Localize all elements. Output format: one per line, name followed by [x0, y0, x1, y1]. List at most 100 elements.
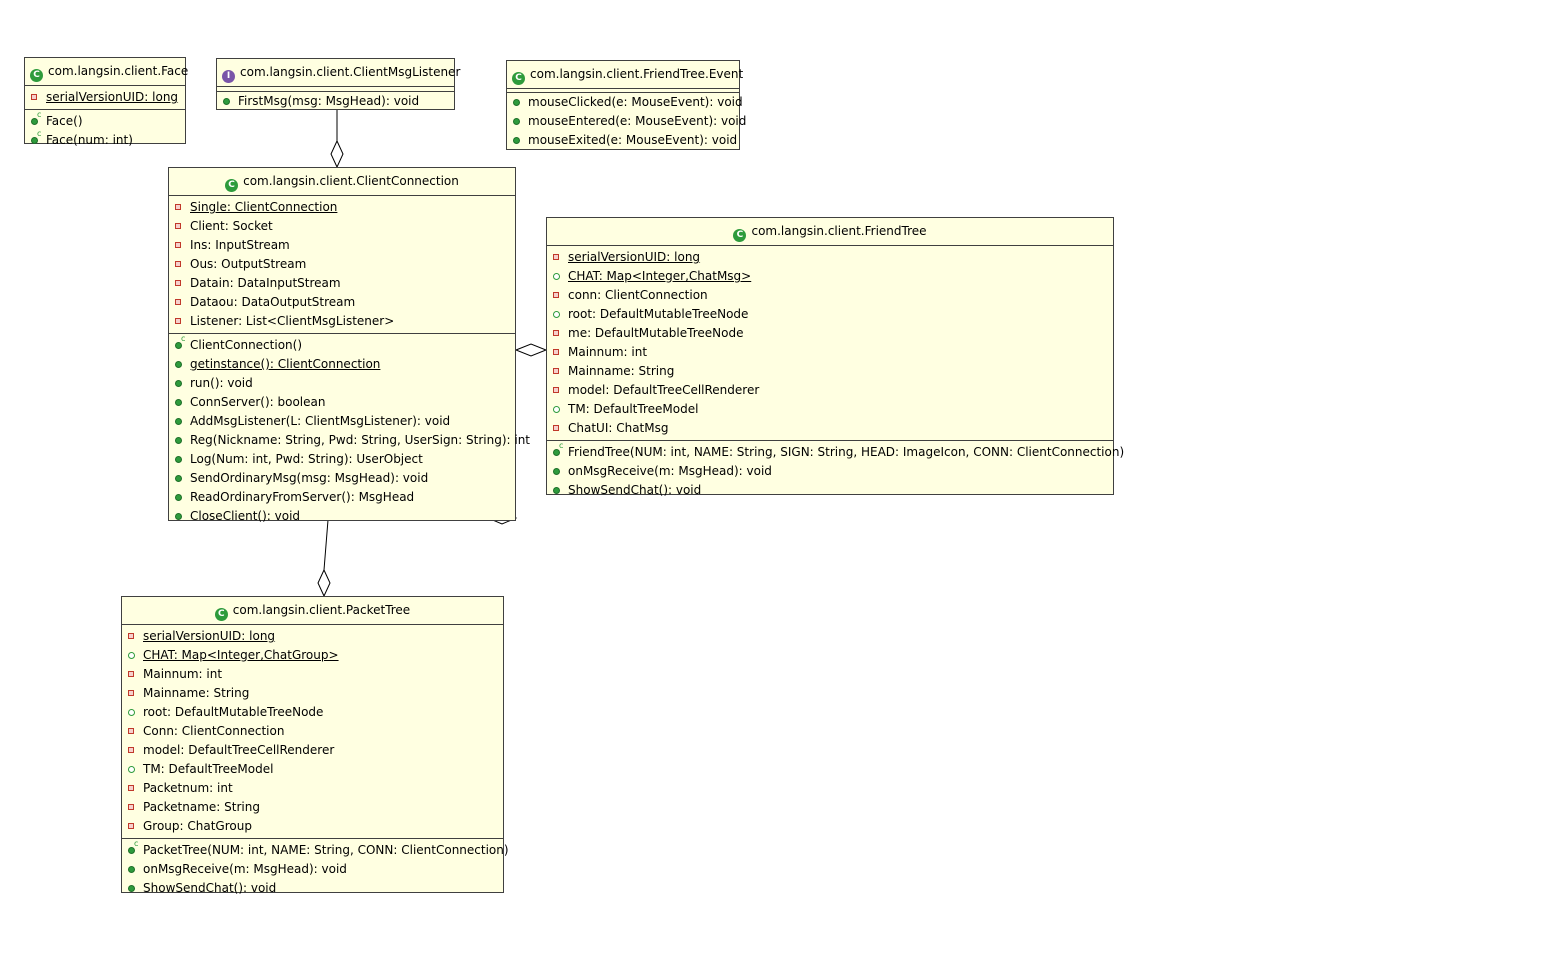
public-method-icon [175, 399, 182, 406]
private-field-icon [175, 242, 181, 248]
field-row: model: DefaultTreeCellRenderer [547, 381, 1113, 400]
methods-section: PacketTree(NUM: int, NAME: String, CONN:… [122, 838, 509, 900]
field-row: Mainname: String [547, 362, 1113, 381]
fields-section: serialVersionUID: long [25, 86, 185, 109]
private-field-icon [31, 94, 37, 100]
class-icon: C [512, 72, 525, 85]
method-row: CloseClient(): void [169, 507, 515, 526]
method-row: ClientConnection() [169, 335, 515, 355]
public-field-icon [553, 311, 560, 318]
private-field-icon [553, 425, 559, 431]
field-row: Group: ChatGroup [122, 817, 503, 836]
field-row: Ous: OutputStream [169, 255, 515, 274]
class-title: com.langsin.client.FriendTree.Event [530, 67, 744, 81]
packettree-connection-line [323, 519, 329, 571]
public-method-icon [175, 418, 182, 425]
field-row: Packetnum: int [122, 779, 503, 798]
method-row: PacketTree(NUM: int, NAME: String, CONN:… [122, 840, 509, 860]
method-row: mouseExited(e: MouseEvent): void [507, 131, 739, 150]
field-row: TM: DefaultTreeModel [547, 400, 1113, 419]
method-row: mouseClicked(e: MouseEvent): void [507, 93, 743, 112]
private-field-icon [175, 261, 181, 267]
methods-section: FriendTree(NUM: int, NAME: String, SIGN:… [547, 440, 1124, 502]
public-field-icon [128, 652, 135, 659]
friendtree-aggregation-diamond [514, 343, 548, 357]
fields-section: serialVersionUID: long CHAT: Map<Integer… [122, 625, 503, 838]
public-method-icon [128, 885, 135, 892]
field-row: Datain: DataInputStream [169, 274, 515, 293]
field-row: serialVersionUID: long [25, 88, 185, 107]
field-row: root: DefaultMutableTreeNode [122, 703, 503, 722]
field-row: Conn: ClientConnection [122, 722, 503, 741]
public-method-icon [553, 468, 560, 475]
method-row: Log(Num: int, Pwd: String): UserObject [169, 450, 515, 469]
public-method-icon [223, 98, 230, 105]
public-field-icon [128, 766, 135, 773]
methods-section: Face() Face(num: int) [25, 109, 185, 152]
class-icon: C [733, 229, 747, 242]
field-row: CHAT: Map<Integer,ChatGroup> [122, 646, 503, 665]
private-field-icon [175, 318, 181, 324]
method-row: ConnServer(): boolean [169, 393, 515, 412]
public-method-icon [175, 494, 182, 501]
method-row: mouseEntered(e: MouseEvent): void [507, 112, 746, 131]
constructor-icon [175, 335, 185, 349]
method-row: Face() [25, 111, 185, 131]
private-field-icon [128, 671, 134, 677]
field-row: Mainname: String [122, 684, 503, 703]
field-row: root: DefaultMutableTreeNode [547, 305, 1113, 324]
class-title: com.langsin.client.PacketTree [232, 603, 411, 617]
private-field-icon [175, 299, 181, 305]
public-method-icon [175, 361, 182, 368]
private-field-icon [128, 633, 134, 639]
private-field-icon [175, 223, 181, 229]
private-field-icon [553, 292, 559, 298]
methods-section: mouseClicked(e: MouseEvent): void mouseE… [507, 89, 746, 152]
methods-section: ClientConnection() getinstance(): Client… [169, 333, 530, 528]
public-method-icon [175, 475, 182, 482]
constructor-icon [31, 130, 41, 144]
packettree-aggregation-diamond [317, 568, 331, 598]
fields-section: serialVersionUID: long CHAT: Map<Integer… [547, 246, 1113, 440]
public-method-icon [513, 99, 520, 106]
method-row: run(): void [169, 374, 515, 393]
method-row: getinstance(): ClientConnection [169, 355, 515, 374]
field-row: ChatUI: ChatMsg [547, 419, 1113, 438]
constructor-icon [553, 442, 563, 456]
public-method-icon [513, 137, 520, 144]
private-field-icon [128, 804, 134, 810]
private-field-icon [128, 690, 134, 696]
interface-icon: I [222, 70, 235, 83]
class-title: com.langsin.client.Face [48, 64, 189, 78]
field-row: me: DefaultMutableTreeNode [547, 324, 1113, 343]
public-field-icon [128, 709, 135, 716]
private-field-icon [175, 204, 181, 210]
method-row: Reg(Nickname: String, Pwd: String, UserS… [169, 431, 530, 450]
method-row: onMsgReceive(m: MsgHead): void [547, 462, 1113, 481]
field-row: serialVersionUID: long [122, 627, 503, 646]
private-field-icon [553, 254, 559, 260]
field-row: conn: ClientConnection [547, 286, 1113, 305]
public-method-icon [175, 513, 182, 520]
methods-section: FirstMsg(msg: MsgHead): void [217, 87, 454, 113]
class-title: com.langsin.client.ClientMsgListener [240, 65, 461, 79]
field-row: Dataou: DataOutputStream [169, 293, 515, 312]
listener-aggregation-diamond [330, 139, 344, 169]
method-row: ShowSendChat(): void [122, 879, 503, 898]
private-field-icon [553, 349, 559, 355]
method-row: ReadOrdinaryFromServer(): MsgHead [169, 488, 515, 507]
private-field-icon [128, 728, 134, 734]
method-row: AddMsgListener(L: ClientMsgListener): vo… [169, 412, 515, 431]
